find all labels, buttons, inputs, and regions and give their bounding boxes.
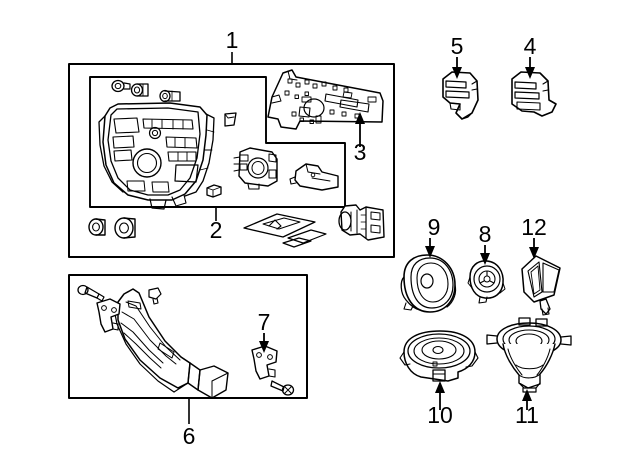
cube-clip bbox=[206, 184, 222, 198]
callout-label-5: 5 bbox=[451, 33, 464, 59]
label-plate bbox=[243, 213, 327, 248]
bracket-left bbox=[442, 71, 479, 120]
circuit-board bbox=[267, 69, 384, 130]
knob-set bbox=[111, 79, 181, 103]
leader-3 bbox=[355, 112, 365, 147]
tweeter-speaker bbox=[467, 260, 506, 304]
leader-10 bbox=[435, 381, 445, 410]
grommet-pair bbox=[88, 217, 136, 239]
callout-label-12: 12 bbox=[521, 214, 547, 240]
mount-bracket-left bbox=[96, 298, 121, 333]
radio-hvac-control-panel bbox=[98, 102, 215, 210]
oval-speaker bbox=[400, 254, 457, 313]
leader-12 bbox=[529, 238, 539, 259]
leader-8 bbox=[480, 245, 490, 265]
callout-label-3: 3 bbox=[354, 139, 367, 165]
bolt-bottom-right bbox=[270, 380, 295, 396]
leader-9 bbox=[425, 238, 435, 258]
callout-label-11: 11 bbox=[515, 402, 539, 428]
callout-label-4: 4 bbox=[524, 33, 537, 59]
amp-bracket bbox=[521, 255, 561, 316]
leader-5 bbox=[452, 57, 462, 79]
wedge-clip bbox=[224, 112, 237, 127]
leader-4 bbox=[525, 57, 535, 79]
callout-label-6: 6 bbox=[183, 423, 196, 449]
bolt-top-left bbox=[77, 284, 105, 302]
callout-label-1: 1 bbox=[226, 27, 239, 53]
woofer-speaker bbox=[486, 317, 572, 393]
connector-assembly bbox=[338, 204, 385, 241]
tuner-module bbox=[233, 147, 278, 190]
trim-panel bbox=[113, 287, 229, 399]
door-speaker bbox=[399, 330, 479, 382]
callout-label-10: 10 bbox=[427, 402, 453, 428]
callout-label-9: 9 bbox=[428, 214, 441, 240]
harness-bracket bbox=[289, 163, 339, 191]
mount-bracket bbox=[251, 345, 278, 380]
bracket-right bbox=[511, 71, 557, 117]
leader-11 bbox=[522, 389, 532, 410]
leader-7 bbox=[259, 333, 269, 353]
callout-label-7: 7 bbox=[258, 309, 271, 335]
callout-label-2: 2 bbox=[210, 217, 223, 243]
callout-label-8: 8 bbox=[479, 221, 492, 247]
